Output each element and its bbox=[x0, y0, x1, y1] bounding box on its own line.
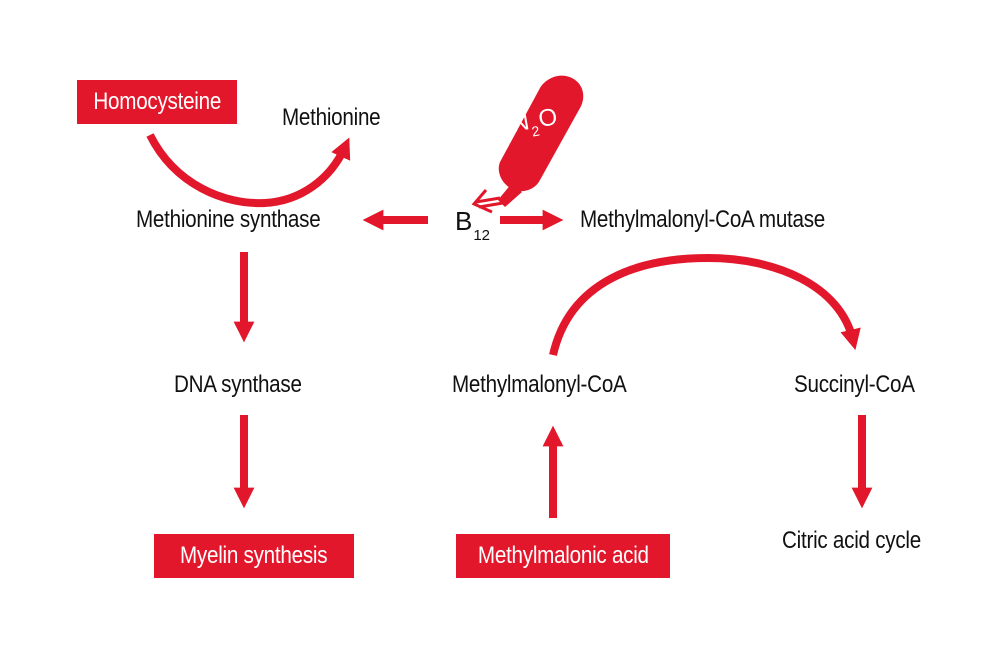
myelin-synthesis-box: Myelin synthesis bbox=[154, 534, 354, 578]
n2o-canister-icon bbox=[498, 75, 584, 207]
citric-acid-cycle-label: Citric acid cycle bbox=[782, 527, 921, 554]
n2o-to-b12-arrow bbox=[471, 189, 504, 214]
dna-synthase-label: DNA synthase bbox=[174, 371, 302, 398]
n2o-n: N bbox=[509, 108, 532, 138]
homocysteine-label: Homocysteine bbox=[93, 88, 221, 115]
homocysteine-to-methionine-arrow bbox=[146, 133, 351, 208]
methylmalonic-acid-label: Methylmalonic acid bbox=[477, 542, 649, 569]
b12-label: B12 bbox=[455, 206, 490, 244]
homocysteine-box: Homocysteine bbox=[77, 80, 237, 124]
methionine-label: Methionine bbox=[282, 104, 381, 131]
methylmalonyl-coa-mutase-label: Methylmalonyl-CoA mutase bbox=[580, 206, 826, 233]
methylmalonyl-coa-to-succinyl-coa-arrow bbox=[549, 253, 861, 356]
succinyl-coa-label: Succinyl-CoA bbox=[794, 371, 915, 398]
methylmalonic-acid-box: Methylmalonic acid bbox=[456, 534, 670, 578]
methionine-synthase-label: Methionine synthase bbox=[136, 206, 321, 233]
myelin-synthesis-label: Myelin synthesis bbox=[180, 542, 328, 569]
b12-main: B bbox=[455, 206, 473, 236]
b12-subscript: 12 bbox=[473, 227, 491, 244]
methylmalonyl-coa-label: Methylmalonyl-CoA bbox=[452, 371, 627, 398]
